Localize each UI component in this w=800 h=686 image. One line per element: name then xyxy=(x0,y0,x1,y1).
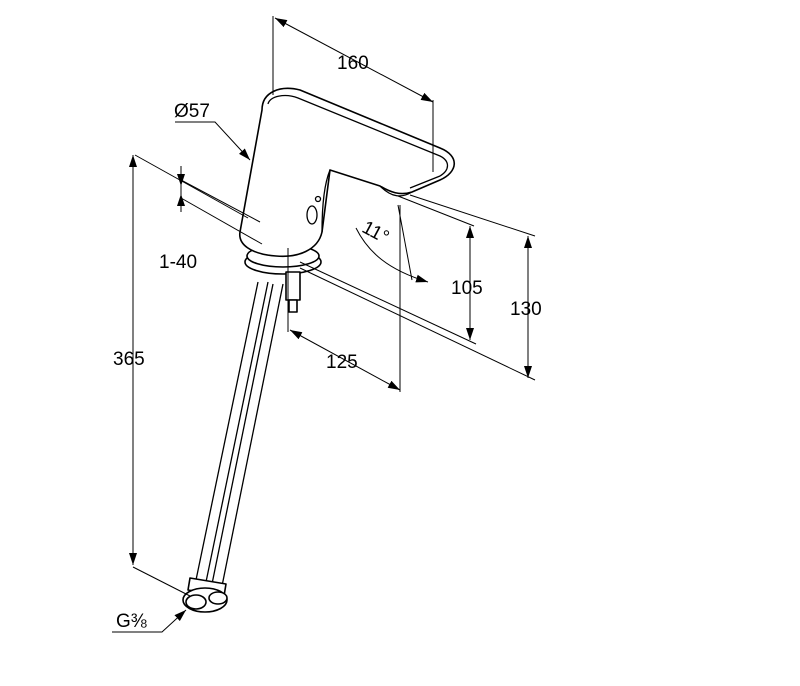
dim-365-label: 365 xyxy=(113,349,145,370)
supply-hoses xyxy=(182,281,284,613)
dim-130-label: 130 xyxy=(510,299,542,320)
dim-angle-label: 11° xyxy=(358,217,392,248)
dim-diameter-label: Ø57 xyxy=(174,101,210,122)
sensor-window xyxy=(306,205,318,225)
dim-105-label: 105 xyxy=(451,278,483,299)
dim-125-label: 125 xyxy=(326,352,358,373)
thread-label: G⅜ xyxy=(116,611,147,632)
dim-thickness-label: 1-40 xyxy=(159,252,197,273)
dimension-lines xyxy=(112,16,536,633)
faucet-body xyxy=(239,87,456,258)
dim-160-label: 160 xyxy=(337,53,369,74)
